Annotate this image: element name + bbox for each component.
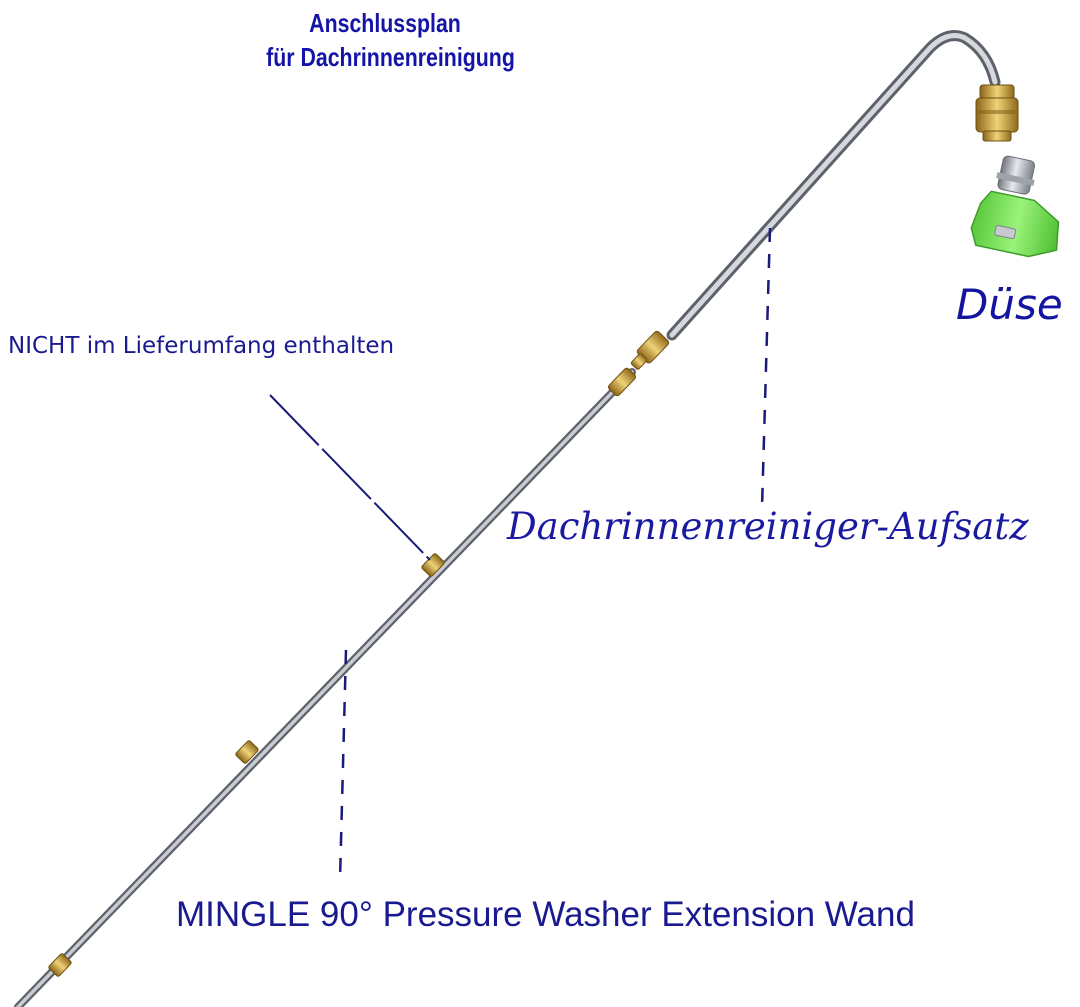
nozzle-label: Düse: [956, 280, 1063, 329]
wand-coupler: [421, 553, 445, 577]
wand-quick-connect: [607, 367, 637, 397]
attachment-quick-connect-plug: [630, 330, 670, 370]
nozzle-coupler: [975, 84, 1019, 142]
title-line-2: für Dachrinnenreinigung: [266, 42, 515, 72]
gutter-cleaner-attachment: [666, 30, 1001, 341]
diagram-title: Anschlussplan für Dachrinnenreinigung: [266, 6, 515, 74]
gutter-attachment-label: Dachrinnenreiniger-Aufsatz: [507, 505, 1029, 548]
leader-line-not-included: [269, 394, 431, 561]
leader-line-gutter-attachment: [760, 227, 772, 509]
nozzle-icon: [970, 155, 1060, 258]
wand-coupler: [48, 953, 72, 977]
wand-coupler: [235, 740, 259, 764]
title-line-1: Anschlussplan: [309, 8, 461, 38]
leader-line-extension-wand: [338, 649, 348, 881]
extension-wand: [14, 368, 636, 1007]
extension-wand-label: MINGLE 90° Pressure Washer Extension Wan…: [176, 895, 915, 934]
not-included-label: NICHT im Lieferumfang enthalten: [8, 333, 395, 359]
